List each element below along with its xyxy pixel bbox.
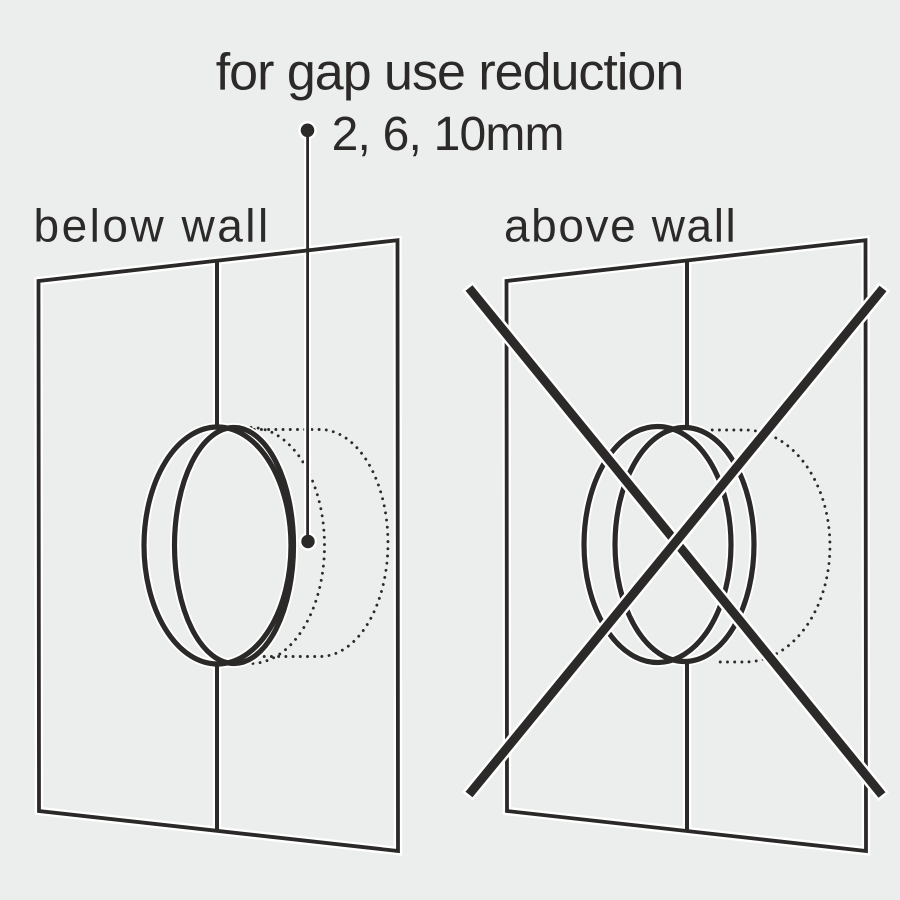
svg-text:for gap use reduction: for gap use reduction (216, 44, 684, 102)
svg-text:2, 6, 10mm: 2, 6, 10mm (332, 108, 564, 161)
svg-text:below wall: below wall (34, 199, 271, 251)
svg-text:above wall: above wall (504, 199, 737, 251)
